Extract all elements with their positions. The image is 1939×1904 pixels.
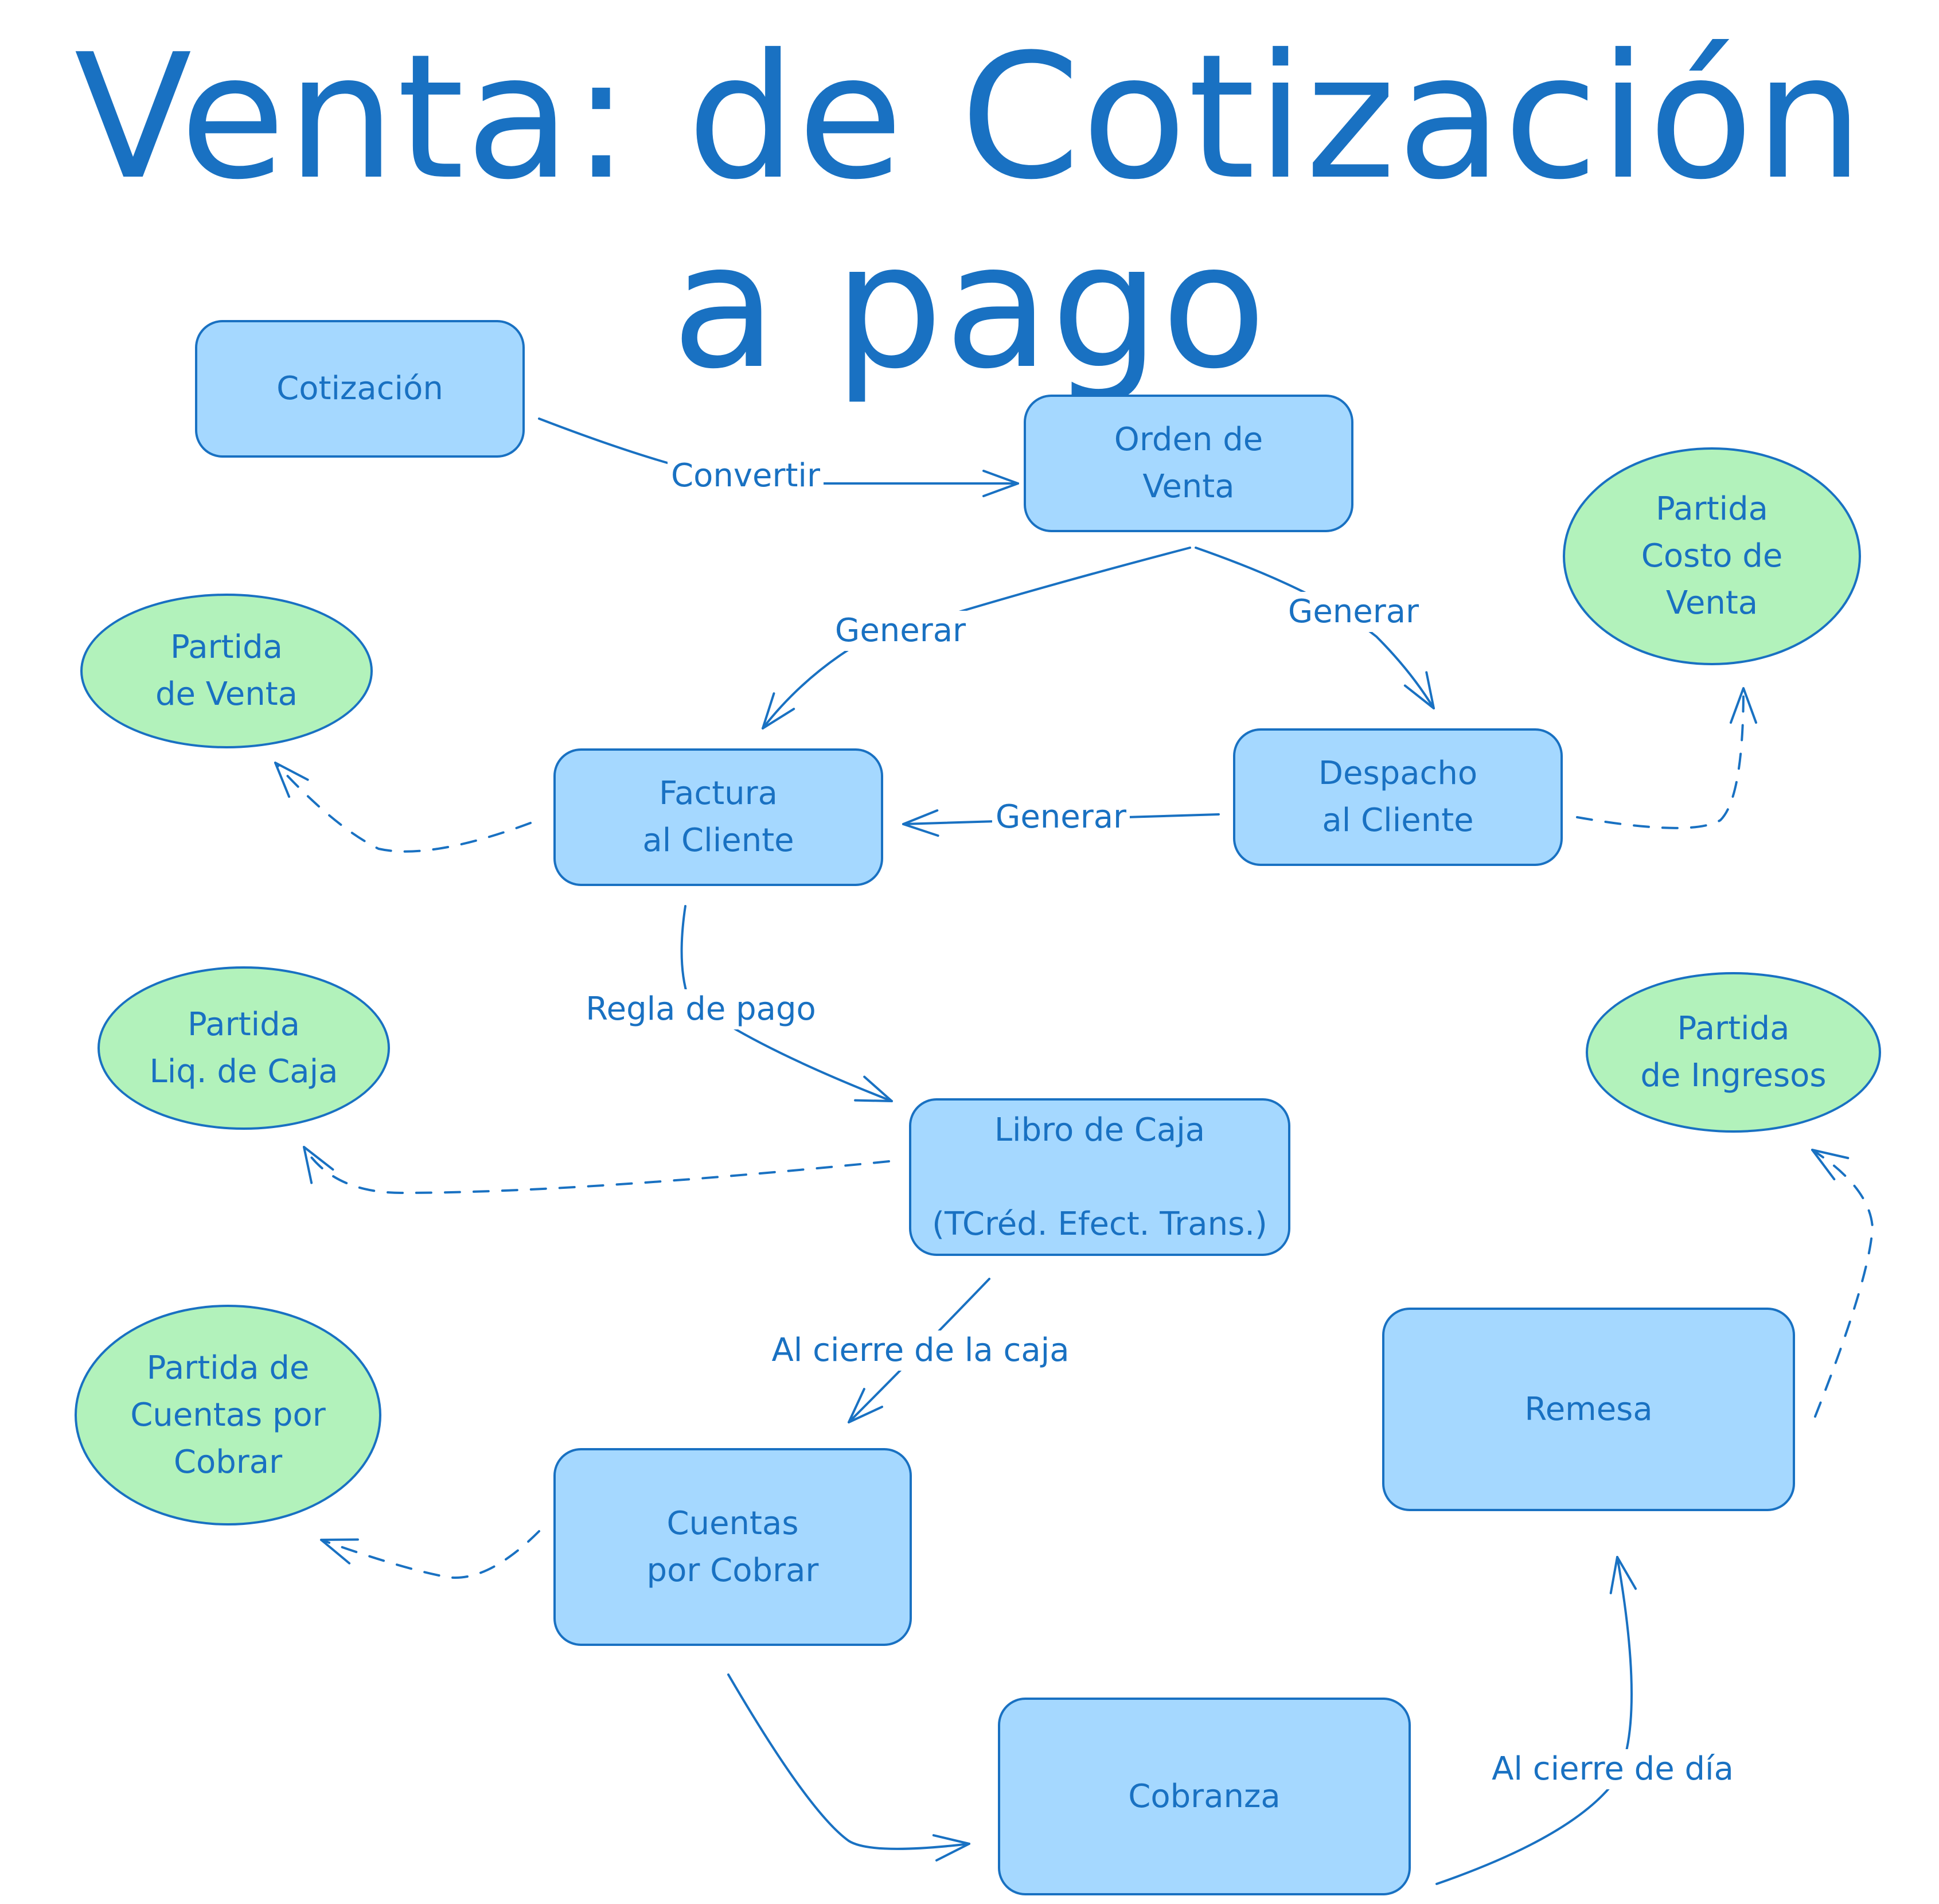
node-cuentas-cobrar[interactable]: Cuentas por Cobrar [553, 1448, 912, 1646]
node-partida-costo-venta-label: Partida Costo de Venta [1641, 490, 1783, 622]
node-remesa-label: Remesa [1524, 1390, 1653, 1428]
node-partida-liq-caja-label: Partida Liq. de Caja [149, 1005, 338, 1090]
node-partida-cxc-label: Partida de Cuentas por Cobrar [130, 1349, 326, 1481]
node-partida-venta-label: Partida de Venta [155, 629, 298, 713]
node-partida-liq-caja[interactable]: Partida Liq. de Caja [97, 966, 390, 1130]
edge-label-generar-despacho-factura: Generar [992, 797, 1130, 837]
edge-orden-factura [762, 547, 1191, 729]
edge-label-convertir: Convertir [667, 456, 824, 496]
node-orden-venta-label: Orden de Venta [1114, 421, 1263, 505]
node-partida-ingresos-label: Partida de Ingresos [1640, 1010, 1827, 1094]
edge-label-generar-factura: Generar [831, 611, 970, 651]
node-cotizacion[interactable]: Cotización [195, 320, 525, 458]
node-partida-cxc[interactable]: Partida de Cuentas por Cobrar [75, 1305, 381, 1525]
node-cotizacion-label: Cotización [276, 370, 443, 407]
edge-despacho-partida-costo [1576, 687, 1757, 829]
edge-cobranza-remesa [1435, 1556, 1637, 1885]
edge-cxc-partida-cxc [320, 1530, 540, 1579]
node-cobranza-label: Cobranza [1128, 1777, 1281, 1815]
node-libro-caja-label: Libro de Caja (TCréd. Efect. Trans.) [932, 1111, 1267, 1243]
edge-libro-partida-liq [303, 1146, 890, 1195]
edge-label-generar-despacho: Generar [1284, 592, 1423, 632]
node-remesa[interactable]: Remesa [1382, 1308, 1795, 1511]
node-factura-cliente-label: Factura al Cliente [642, 775, 794, 859]
node-orden-venta[interactable]: Orden de Venta [1024, 395, 1353, 532]
node-partida-venta[interactable]: Partida de Venta [80, 594, 373, 748]
node-libro-caja[interactable]: Libro de Caja (TCréd. Efect. Trans.) [909, 1098, 1290, 1256]
edge-factura-partida-venta [274, 762, 532, 853]
node-cuentas-cobrar-label: Cuentas por Cobrar [646, 1504, 819, 1589]
diagram-title: Venta: de Cotización a pago [74, 17, 1865, 407]
node-factura-cliente[interactable]: Factura al Cliente [553, 748, 883, 886]
node-partida-costo-venta[interactable]: Partida Costo de Venta [1563, 447, 1861, 665]
node-despacho-cliente-label: Despacho al Cliente [1318, 755, 1478, 839]
node-cobranza[interactable]: Cobranza [998, 1698, 1411, 1895]
edge-remesa-partida-ingresos [1811, 1149, 1874, 1418]
edge-label-regla-pago: Regla de pago [582, 989, 820, 1029]
edge-label-cierre-dia: Al cierre de día [1488, 1749, 1737, 1789]
edge-label-cierre-caja: Al cierre de la caja [768, 1331, 1073, 1371]
node-partida-ingresos[interactable]: Partida de Ingresos [1586, 972, 1881, 1133]
edge-cxc-cobranza [727, 1673, 970, 1862]
node-despacho-cliente[interactable]: Despacho al Cliente [1233, 728, 1563, 866]
